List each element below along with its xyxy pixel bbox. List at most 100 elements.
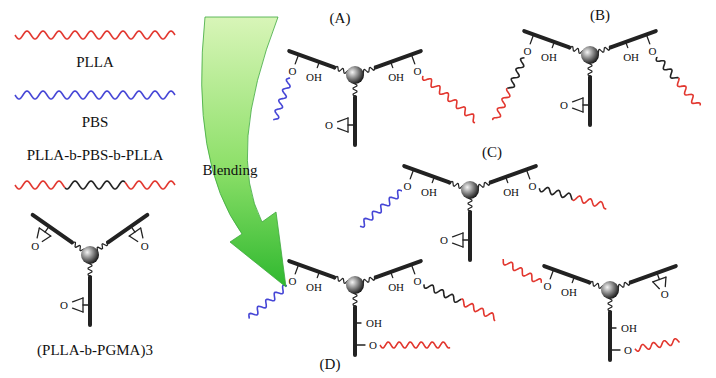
epoxide-ring <box>453 243 463 247</box>
polymer-chain <box>461 299 495 321</box>
oxygen-atom: O <box>287 65 297 77</box>
bond <box>355 322 361 323</box>
oxygen-atom: O <box>522 45 532 57</box>
polymer-chain <box>360 190 402 227</box>
bond <box>348 124 355 125</box>
bond <box>506 177 508 183</box>
bond <box>410 169 413 178</box>
epoxide-ring <box>573 108 583 112</box>
bond <box>610 349 620 350</box>
oxygen-atom: O <box>30 240 40 252</box>
oxygen-atom: O <box>559 99 569 111</box>
triblock-chain <box>15 181 65 189</box>
epoxide-ring <box>82 298 83 312</box>
bond <box>626 42 628 48</box>
polymer-chain <box>493 88 510 120</box>
structure-letter: (D) <box>319 356 342 373</box>
oxygen-atom: O <box>140 240 150 252</box>
oxygen-atom: O <box>528 180 538 192</box>
chain-name: PBS <box>81 114 110 131</box>
epoxide-ring <box>73 298 83 302</box>
bond <box>530 34 533 43</box>
core-ball <box>81 246 99 264</box>
bond <box>646 34 649 43</box>
epoxide-ring <box>39 228 50 236</box>
hydroxyl-group: OH <box>420 186 438 198</box>
chain-name: PLLA-b-PBS-b-PLLA <box>26 147 165 164</box>
oxygen-atom: O <box>648 45 658 57</box>
bond <box>463 239 470 240</box>
triblock-chain <box>65 181 125 189</box>
core-ball <box>581 46 599 64</box>
bond <box>83 304 90 305</box>
bond <box>610 327 616 328</box>
oxygen-atom: O <box>413 275 423 287</box>
epoxide-ring <box>129 228 140 236</box>
bond <box>391 272 393 278</box>
structure-letter: (A) <box>329 10 352 27</box>
bond <box>657 273 659 280</box>
core-ball <box>461 181 479 199</box>
polymer-chain <box>635 339 680 352</box>
polymer-chain <box>539 187 572 200</box>
hydroxyl-group: OH <box>540 51 558 63</box>
polymer-chain <box>423 76 476 123</box>
polymer-chain <box>273 78 290 120</box>
bond <box>45 226 49 232</box>
hydroxyl-group: OH <box>560 286 578 298</box>
bond <box>432 177 434 183</box>
bond <box>411 264 414 273</box>
hydroxyl-group: OH <box>387 71 405 83</box>
structure-letter: (C) <box>481 144 503 161</box>
epoxide-ring <box>338 128 348 132</box>
structure-letter: (B) <box>589 7 611 24</box>
oxygen-atom: O <box>413 65 423 77</box>
polymer-chain <box>424 284 461 302</box>
bond <box>550 269 553 278</box>
oxygen-atom: O <box>324 119 334 131</box>
bond <box>317 272 319 278</box>
bond <box>552 42 554 48</box>
pgma-block <box>353 307 357 355</box>
epoxide-ring <box>653 282 660 289</box>
oxygen-atom: O <box>368 339 378 351</box>
epoxide-ring <box>453 233 463 237</box>
epoxide-ring <box>462 233 463 247</box>
oxygen-atom: O <box>660 288 670 300</box>
bond <box>355 344 365 345</box>
oxygen-atom: O <box>59 299 69 311</box>
epoxide-ring <box>582 98 583 112</box>
bond <box>295 54 298 63</box>
epoxide-ring <box>42 236 50 241</box>
bond <box>295 264 298 273</box>
core-ball <box>346 66 364 84</box>
pgma-block <box>88 277 92 325</box>
bond <box>391 62 393 68</box>
hydroxyl-group: OH <box>305 281 323 293</box>
oxygen-atom: O <box>287 275 297 287</box>
polymer-chain <box>572 196 606 209</box>
plla-chain <box>15 31 175 39</box>
hydroxyl-group: OH <box>305 71 323 83</box>
arrow-body <box>202 17 286 287</box>
hydroxyl-group: OH <box>365 317 383 329</box>
epoxide-ring <box>338 118 348 122</box>
polymer-chain <box>656 57 678 78</box>
pgma-block <box>588 77 592 125</box>
polymer-chain <box>249 285 287 319</box>
pgma-block <box>631 266 676 282</box>
epoxide-ring <box>73 308 83 312</box>
epoxide-ring <box>573 98 583 102</box>
epoxide-ring <box>37 228 39 238</box>
epoxide-ring <box>347 118 348 132</box>
bond <box>131 226 135 232</box>
oxygen-atom: O <box>623 344 633 356</box>
pgma-block <box>108 215 147 243</box>
pgma-block <box>608 312 612 360</box>
epoxide-ring <box>129 236 137 241</box>
hydroxyl-group: OH <box>502 186 520 198</box>
pgma-block <box>33 215 72 243</box>
core-ball <box>346 276 364 294</box>
hydroxyl-group: OH <box>620 322 638 334</box>
polymer-chain <box>507 58 524 89</box>
